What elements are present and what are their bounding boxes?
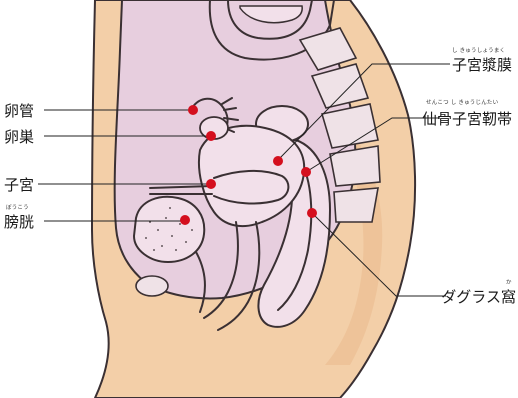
ruby-uterosacral-ligament: せんこつ し きゅうじんたい [426, 99, 499, 106]
label-ovary-tube: 卵管 [4, 102, 34, 120]
uterus-marker [206, 179, 216, 189]
label-douglas-pouch: ダグラス窩 [441, 288, 516, 306]
ovary-marker [206, 131, 216, 141]
label-ovary: 卵巣 [4, 128, 34, 146]
ruby-bladder: ぼうこう [6, 204, 29, 211]
label-uterosacral-ligament: 仙骨子宮靭帯 [422, 110, 512, 128]
bladder-shape [134, 197, 204, 262]
ruby-uterine-serosa: し きゅうしょうまく [452, 47, 505, 54]
douglas-marker [307, 208, 317, 218]
pubic-bone [136, 276, 168, 296]
ovary-tube-marker [188, 105, 198, 115]
label-bladder: 膀胱 [4, 213, 34, 231]
ruby-douglas-pouch: か [506, 279, 512, 286]
serosa-marker [273, 156, 283, 166]
ligament-marker [301, 167, 311, 177]
label-uterine-serosa: 子宮漿膜 [452, 56, 512, 74]
label-uterus: 子宮 [4, 176, 34, 194]
bladder-marker [180, 215, 190, 225]
